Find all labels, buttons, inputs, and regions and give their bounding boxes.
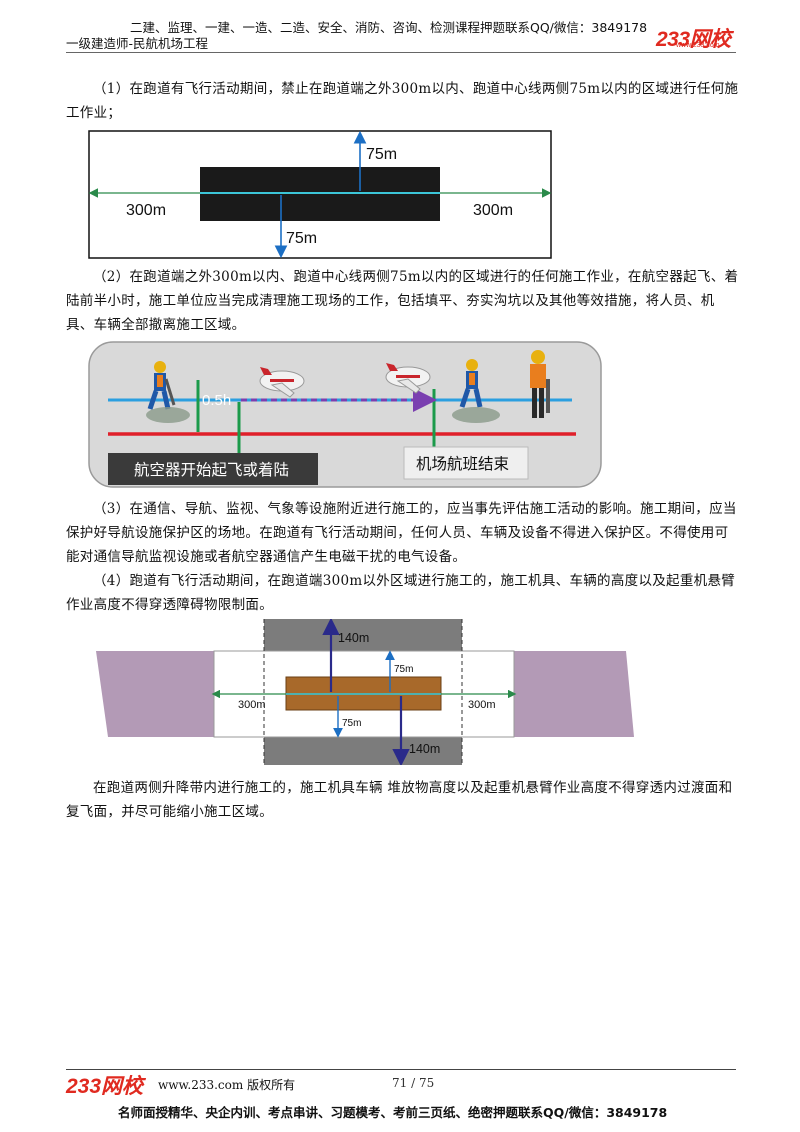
runway-zone-figure: 75m 75m 300m 300m — [88, 130, 552, 259]
airplane-icon — [259, 367, 305, 398]
footer-divider — [66, 1069, 736, 1070]
label-75m-bottom: 75m — [286, 230, 317, 247]
page-number: 71 / 75 — [392, 1076, 435, 1090]
strip-top — [264, 619, 462, 651]
label-300m-left: 300m — [126, 202, 166, 219]
worker-right-icon — [452, 359, 500, 423]
label-140m-bottom: 140m — [409, 742, 440, 756]
paragraph-4: （4）跑道有飞行活动期间，在跑道端300m以外区域进行施工的，施工机具、车辆的高… — [66, 573, 736, 613]
paragraph-5: 在跑道两侧升降带内进行施工的，施工机具车辆 堆放物高度以及起重机悬臂作业高度不得… — [66, 780, 733, 820]
label-half-hour: 0.5h — [202, 392, 231, 409]
footer-logo: 233网校 — [66, 1075, 144, 1098]
caption-box-right — [403, 446, 529, 480]
label-140m-top: 140m — [338, 631, 369, 645]
obstacle-surface-figure: 140m 140m 75m 75m 300m 300m — [96, 619, 634, 765]
label-300m-right: 300m — [468, 699, 496, 711]
strip-bottom — [264, 737, 462, 765]
footer-promo-line: 名师面授精华、央企内训、考点串讲、习题模考、考前三页纸、绝密押题联系QQ/微信：… — [118, 1105, 668, 1120]
label-75m-top: 75m — [366, 146, 397, 163]
header-divider — [66, 52, 736, 53]
paragraph-1: （1）在跑道有飞行活动期间，禁止在跑道端之外300m以内、跑道中心线两侧75m以… — [66, 81, 739, 121]
header-logo: 233网校 — [656, 28, 731, 51]
label-75m-top: 75m — [394, 664, 413, 675]
header-subtitle: 一级建造师-民航机场工程 — [66, 36, 209, 51]
header-logo-url: www.233.com — [676, 42, 720, 49]
footer-site-copyright: www.233.com 版权所有 — [158, 1078, 296, 1092]
caption-takeoff: 航空器开始起飞或着陆 — [134, 461, 289, 479]
label-75m-bottom: 75m — [342, 718, 361, 729]
worker-jackhammer-icon — [530, 350, 550, 418]
airplane-icon — [385, 363, 431, 394]
caption-flights-end: 机场航班结束 — [416, 455, 509, 473]
approach-band-right — [514, 651, 634, 737]
label-300m-right: 300m — [473, 202, 513, 219]
paragraph-2: （2）在跑道端之外300m以内、跑道中心线两侧75m以内的区域进行的任何施工作业… — [66, 269, 739, 333]
timeline-figure: 0.5h 航空器开始起飞或着陆 — [88, 341, 602, 488]
worker-left-icon — [146, 361, 190, 423]
paragraph-3: （3）在通信、导航、监视、气象等设施附近进行施工的，应当事先评估施工活动的影响。… — [66, 501, 737, 565]
caption-box-left — [108, 453, 318, 485]
header-promo-line: 二建、监理、一建、一造、二造、安全、消防、咨询、检测课程押题联系QQ/微信：38… — [130, 20, 648, 35]
label-300m-left: 300m — [238, 699, 266, 711]
approach-band-left — [96, 651, 214, 737]
